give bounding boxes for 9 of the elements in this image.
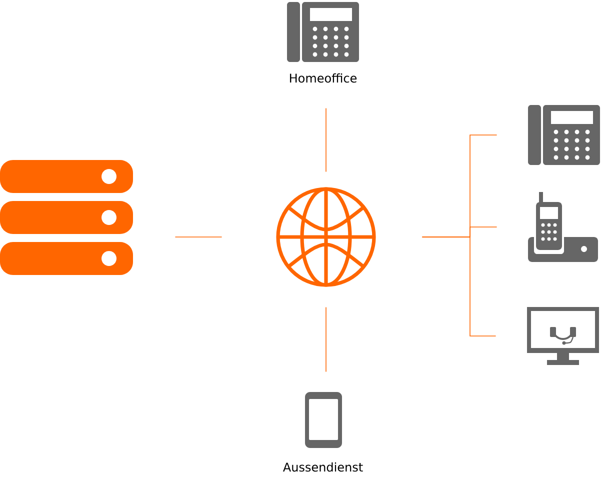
phone-icon [528,105,600,165]
globe-icon [276,187,376,287]
device-label: Aussendienst [283,462,363,472]
monitor-icon [527,307,599,365]
cordless-phone-icon [528,192,598,262]
connector-line [174,236,222,238]
server-icon [0,160,133,275]
device-label: Homeoffice [290,73,357,83]
connector-line [422,236,496,336]
